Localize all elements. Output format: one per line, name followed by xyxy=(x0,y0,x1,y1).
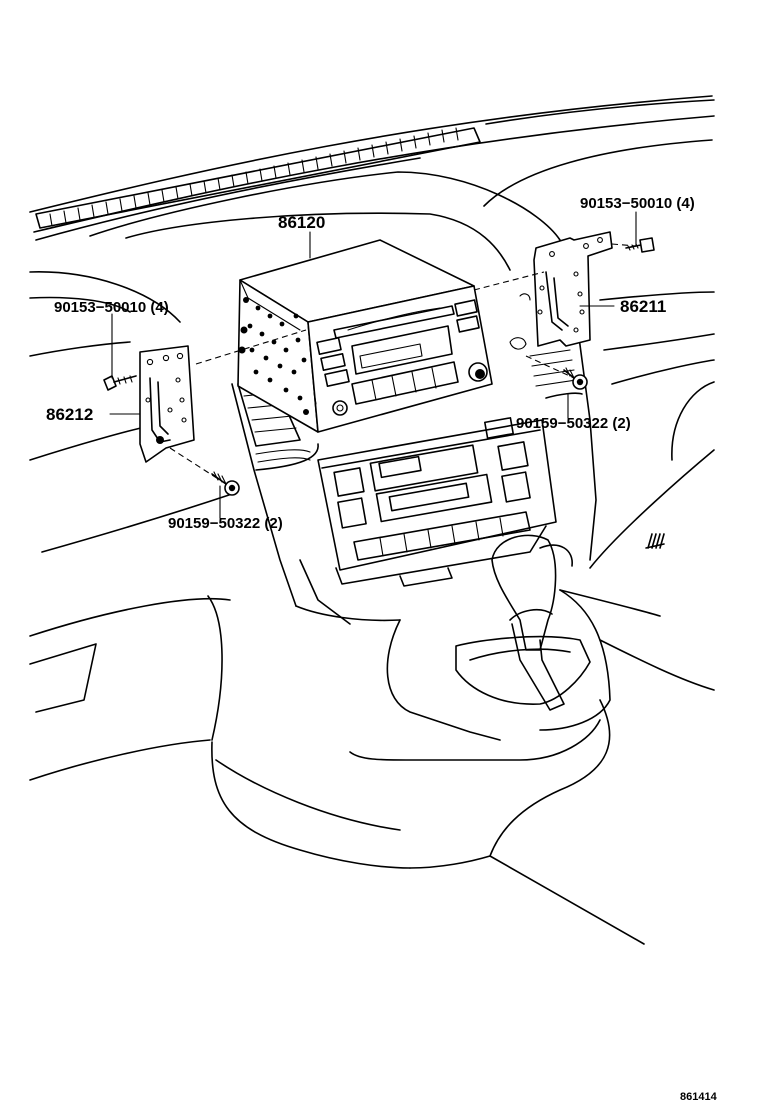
callout-bracket-left: 86212 xyxy=(46,405,93,424)
dashboard-left xyxy=(29,271,233,781)
side-perforations xyxy=(238,297,309,415)
callout-bracket-right: 86211 xyxy=(620,297,666,316)
gear-shifter xyxy=(491,534,573,711)
callout-radio-receiver: 86120 xyxy=(278,213,325,232)
screw-90153-right xyxy=(625,237,655,253)
screw-90159-left xyxy=(211,471,240,496)
climate-panel xyxy=(317,417,557,587)
assembly-lines xyxy=(169,243,637,485)
callout-screw-top-left: 90153−50010 (4) xyxy=(54,299,169,316)
callout-screw-top-right: 90153−50010 (4) xyxy=(580,195,695,212)
air-vent-right xyxy=(529,349,583,399)
callout-screw-bottom-right: 90159−50322 (2) xyxy=(516,415,631,432)
center-console xyxy=(211,589,645,945)
callout-screw-bottom-left: 90159−50322 (2) xyxy=(168,515,283,532)
climate-buttons xyxy=(353,511,531,561)
figure-code: 861414 xyxy=(680,1091,718,1103)
center-stack-shell xyxy=(89,139,713,625)
bracket-86212 xyxy=(139,345,195,463)
bracket-86211 xyxy=(509,231,613,350)
screw-90153-left xyxy=(103,375,137,391)
dashboard-right xyxy=(559,291,715,691)
dashboard-top xyxy=(29,95,715,241)
radio-receiver-86120 xyxy=(237,239,493,433)
leader-lines xyxy=(109,211,637,519)
grille-mark xyxy=(645,533,665,549)
defroster-vent xyxy=(35,127,481,229)
